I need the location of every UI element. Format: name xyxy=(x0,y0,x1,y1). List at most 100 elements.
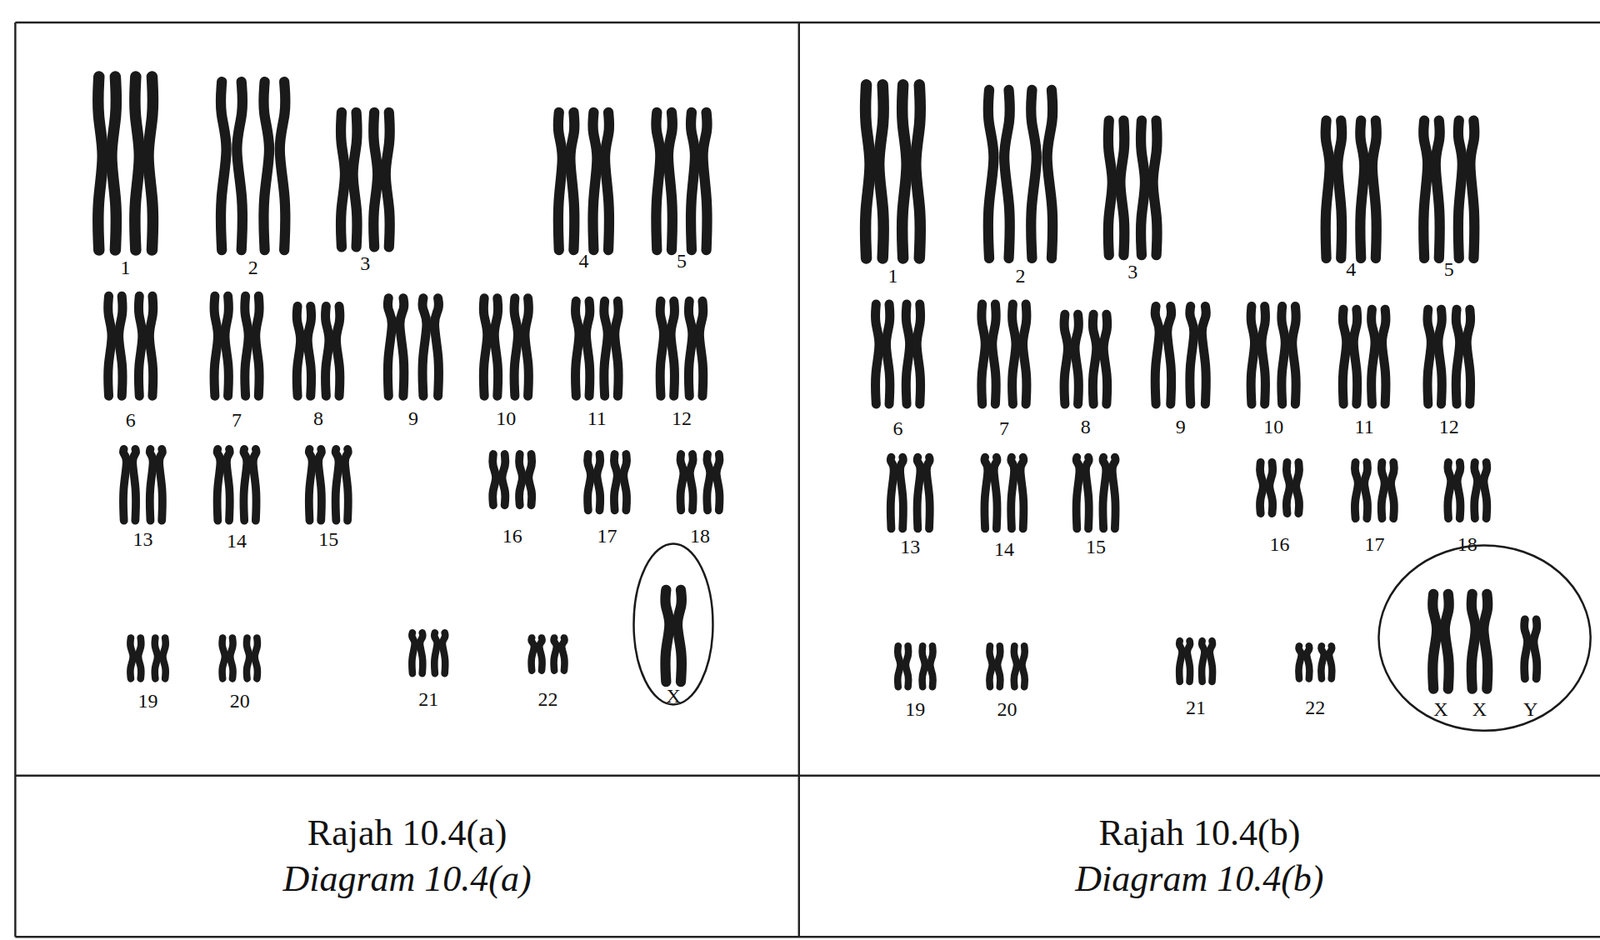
chromatid xyxy=(585,300,590,396)
chromatid xyxy=(1085,457,1090,530)
chromosome-number: 7 xyxy=(999,418,1010,439)
chromatid xyxy=(222,637,225,679)
chromosome-number: 14 xyxy=(226,530,247,551)
chromatid xyxy=(1342,309,1346,405)
chromatid xyxy=(655,112,660,250)
chromatid xyxy=(1360,120,1365,259)
chromatid xyxy=(1064,314,1068,405)
chromatid xyxy=(1390,462,1395,519)
chromatid xyxy=(385,112,390,248)
chromatid xyxy=(1432,594,1437,690)
chromatid xyxy=(494,298,498,397)
chromatid xyxy=(875,304,880,405)
chromatid xyxy=(1092,314,1096,405)
chromatid xyxy=(434,632,437,674)
table-border xyxy=(15,775,1600,777)
chromatid xyxy=(917,457,921,530)
caption-malay: Rajah 10.4(a) xyxy=(307,810,507,856)
chromatid xyxy=(130,637,133,679)
chromosome-number: 10 xyxy=(1263,416,1284,437)
chromatid xyxy=(263,81,270,250)
chromatid xyxy=(902,85,908,259)
chromatid xyxy=(1325,120,1330,259)
chromatid xyxy=(668,112,673,250)
chromatid xyxy=(930,645,933,687)
chromosome-number: 20 xyxy=(230,690,250,711)
sex-chromosome-label: X xyxy=(665,685,680,706)
chromatid xyxy=(988,90,995,259)
chromatid xyxy=(575,300,580,396)
chromatid xyxy=(1201,305,1206,405)
chromatid xyxy=(885,304,890,405)
chromosome-number: 19 xyxy=(138,690,159,711)
chromosome-number: 14 xyxy=(994,539,1015,560)
chromatid xyxy=(716,454,720,510)
chromatid xyxy=(1020,457,1025,530)
chromatid xyxy=(335,449,340,521)
chromatid xyxy=(614,454,618,510)
chromatid xyxy=(225,295,229,396)
chromatid xyxy=(570,112,575,250)
chromatid xyxy=(217,449,221,521)
chromatid xyxy=(665,590,670,682)
chromosome-number: 11 xyxy=(1355,416,1375,437)
chromosome-number: 15 xyxy=(1085,536,1106,557)
chromosome-number: 12 xyxy=(1439,416,1460,437)
caption-cell: Rajah 10.4(b)Diagram 10.4(b) xyxy=(801,778,1597,934)
chromatid xyxy=(690,112,695,250)
chromosome-number: 4 xyxy=(578,250,589,271)
chromatid xyxy=(981,304,985,405)
chromatid xyxy=(984,457,988,530)
chromatid xyxy=(623,454,627,510)
chromosome-number: 5 xyxy=(676,250,687,271)
chromatid xyxy=(531,637,535,670)
chromatid xyxy=(900,457,904,530)
chromosome-number: 17 xyxy=(1364,534,1385,555)
chromatid xyxy=(400,298,405,397)
chromatid xyxy=(879,85,885,259)
chromatid xyxy=(1483,462,1487,519)
chromatid xyxy=(138,637,141,679)
chromatid xyxy=(528,454,532,505)
chromatid xyxy=(1260,462,1264,514)
chromatid xyxy=(345,449,349,521)
chromatid xyxy=(243,449,247,521)
chromatid xyxy=(1250,305,1255,405)
table-border xyxy=(798,22,800,937)
chromatid xyxy=(483,298,487,397)
circle-outline xyxy=(632,542,715,706)
chromosome-number: 8 xyxy=(1080,416,1091,437)
chromosome-number: 2 xyxy=(1015,265,1025,286)
chromatid xyxy=(519,454,523,505)
chromatid xyxy=(230,637,233,679)
chromosome-number: 16 xyxy=(1270,534,1290,555)
chromatid xyxy=(1427,309,1431,405)
chromatid xyxy=(1423,120,1428,259)
chromatid xyxy=(539,637,542,670)
chromatid xyxy=(387,298,392,397)
chromosome-number: 9 xyxy=(1175,416,1186,437)
chromosome-number: 17 xyxy=(597,525,618,546)
chromosome-number: 13 xyxy=(132,529,153,550)
chromatid xyxy=(1355,462,1359,519)
chromatid xyxy=(1120,120,1125,256)
chromatid xyxy=(1153,120,1158,256)
chromatid xyxy=(1364,462,1368,519)
chromatid xyxy=(525,298,529,397)
chromatid xyxy=(897,645,900,687)
chromosome-number: 6 xyxy=(125,410,136,430)
chromatid xyxy=(1187,640,1190,682)
chromatid xyxy=(1455,309,1460,405)
chromatid xyxy=(699,300,703,396)
chromatid xyxy=(132,449,136,521)
chromatid xyxy=(353,112,358,248)
chromatid xyxy=(149,295,153,396)
chromatid xyxy=(1075,314,1079,405)
chromatid xyxy=(340,112,345,248)
chromatid xyxy=(1306,645,1310,679)
chromatid xyxy=(119,295,123,396)
chromatid xyxy=(280,81,286,250)
chromatid xyxy=(1438,309,1442,405)
chromosome-number: 5 xyxy=(1444,259,1455,280)
chromosome-number: 3 xyxy=(360,253,370,274)
